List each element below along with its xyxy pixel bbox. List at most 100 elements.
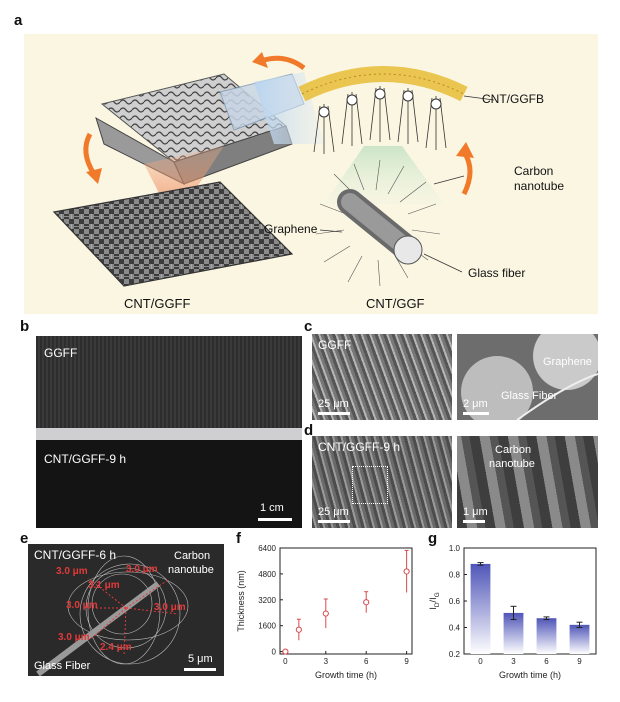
- measurement-2: 3.0 μm: [126, 564, 158, 575]
- panel-e-sem: CNT/GGFF-6 h Carbon nanotube Glass Fiber…: [28, 544, 224, 676]
- bar-g: [536, 618, 557, 654]
- y-tick-label-g: 0.2: [449, 650, 461, 659]
- measurement-6: 2.4 μm: [100, 642, 132, 653]
- label-d-cnt-ggff: CNT/GGFF-9 h: [318, 440, 401, 454]
- y-axis-label-g: ID/IG: [428, 592, 441, 609]
- y-tick-label-f: 4800: [258, 570, 276, 579]
- panel-c-letter: c: [304, 318, 313, 335]
- scale-bar-d-right: [463, 520, 485, 523]
- zoom-cone: [144, 146, 224, 222]
- y-tick-label-f: 1600: [258, 622, 276, 631]
- woven-fabric: [52, 181, 294, 287]
- panel-a-illustration: [52, 52, 495, 287]
- cnt-cloud: [36, 555, 189, 676]
- y-tick-label-g: 0.8: [449, 571, 461, 580]
- label-e-carbon: Carbon: [174, 550, 211, 562]
- panel-c-sem-low: GGFF 25 μm: [312, 334, 452, 420]
- measurement-7: 3.1 μm: [88, 580, 120, 591]
- data-point-f: [363, 599, 370, 606]
- label-e-nanotube: nanotube: [168, 564, 214, 576]
- label-d-carbon: Carbon: [495, 444, 532, 456]
- fiber-bundle: [298, 66, 468, 154]
- x-tick-label-g: 3: [511, 657, 516, 666]
- y-tick-label-g: 0.6: [449, 597, 461, 606]
- label-glass-fiber: Glass fiber: [468, 266, 526, 280]
- label-cnt-ggff: CNT/GGFF: [124, 296, 191, 311]
- panel-d-sem-low: CNT/GGFF-9 h 25 μm: [312, 436, 452, 528]
- x-tick-label-g: 0: [478, 657, 483, 666]
- arrow-top: [263, 55, 306, 71]
- y-tick-label-f: 0: [272, 648, 277, 657]
- y-tick-label-f: 6400: [258, 544, 276, 553]
- data-point-f: [282, 648, 289, 655]
- measurement-1: 3.0 μm: [56, 566, 88, 577]
- x-axis-label-g: Growth time (h): [499, 670, 561, 680]
- panel-a-letter: a: [14, 12, 23, 29]
- zoom-beam-green: [324, 146, 444, 204]
- scale-bar-c-right: [463, 412, 489, 415]
- label-cnt-ggf: CNT/GGF: [366, 296, 425, 311]
- scale-bar-e: [184, 668, 216, 671]
- label-carbon: Carbon: [514, 164, 554, 178]
- y-tick-label-f: 3200: [258, 596, 276, 605]
- arrow-left: [83, 132, 97, 176]
- panel-d-sem-high: Carbon nanotube 1 μm: [457, 436, 598, 528]
- y-axis-label-part-g: D: [434, 602, 441, 607]
- measurement-5: 3.0 μm: [58, 632, 90, 643]
- y-axis-label-part-g: G: [434, 592, 441, 597]
- scale-bar-b: [258, 518, 292, 521]
- x-tick-label-g: 9: [577, 657, 582, 666]
- x-tick-label-f: 0: [283, 657, 288, 666]
- cnt-ggff-sample: [36, 440, 302, 528]
- bar-g: [470, 563, 491, 654]
- measurement-3: 3.0 μm: [66, 600, 98, 611]
- scale-label-d-right: 1 μm: [463, 506, 488, 518]
- single-fiber: [315, 159, 441, 287]
- panel-d-letter: d: [304, 422, 314, 439]
- panel-a-schematic: CNT/GGFB Carbon nanotube Graphene Glass …: [24, 34, 598, 314]
- label-c-graphene: Graphene: [543, 356, 592, 368]
- scale-bar-d-left: [318, 520, 350, 523]
- y-tick-label-g: 1.0: [449, 544, 461, 553]
- x-tick-label-f: 9: [404, 657, 409, 666]
- panel-b-letter: b: [20, 318, 30, 335]
- y-axis-label-part-g: /I: [428, 597, 438, 602]
- x-axis-label-f: Growth time (h): [315, 670, 377, 680]
- label-c-ggff: GGFF: [318, 338, 352, 352]
- panel-c-sem-high: Graphene Glass Fiber 2 μm: [457, 334, 598, 420]
- plot-frame-f: [279, 547, 413, 655]
- measurement-4: 3.0 μm: [154, 602, 186, 613]
- data-point-f: [295, 626, 302, 633]
- data-point-f: [322, 610, 329, 617]
- scale-label-e: 5 μm: [188, 653, 213, 665]
- arrow-right: [461, 150, 473, 196]
- glass-fiber-sem: [461, 334, 598, 420]
- label-cnt-ggfb: CNT/GGFB: [482, 92, 544, 106]
- y-axis-label-f: Thickness (nm): [236, 570, 246, 632]
- x-tick-label-f: 6: [364, 657, 369, 666]
- label-graphene: Graphene: [264, 222, 318, 236]
- ggff-sample: [36, 336, 302, 428]
- scale-label-c-left: 25 μm: [318, 398, 349, 410]
- scale-label-c-right: 2 μm: [463, 398, 488, 410]
- x-tick-label-g: 6: [544, 657, 549, 666]
- y-axis-label-part-g: I: [428, 607, 438, 610]
- scale-label-b: 1 cm: [260, 502, 284, 514]
- panel-b-photo: GGFF CNT/GGFF-9 h 1 cm: [36, 336, 302, 528]
- label-e-cnt-ggff: CNT/GGFF-6 h: [34, 548, 117, 562]
- panel-e-letter: e: [20, 530, 29, 547]
- label-nanotube: nanotube: [514, 179, 565, 193]
- zoom-box-d: [352, 466, 388, 504]
- label-c-glass-fiber: Glass Fiber: [501, 390, 558, 402]
- scale-bar-c-left: [318, 412, 350, 415]
- scale-label-d-left: 25 μm: [318, 506, 349, 518]
- x-tick-label-f: 3: [324, 657, 329, 666]
- y-tick-label-g: 0.4: [449, 624, 461, 633]
- label-e-glass-fiber: Glass Fiber: [34, 660, 91, 672]
- data-point-f: [403, 568, 410, 575]
- panel-g-letter: g: [428, 530, 438, 547]
- label-d-nanotube: nanotube: [489, 458, 535, 470]
- bar-g: [503, 612, 524, 654]
